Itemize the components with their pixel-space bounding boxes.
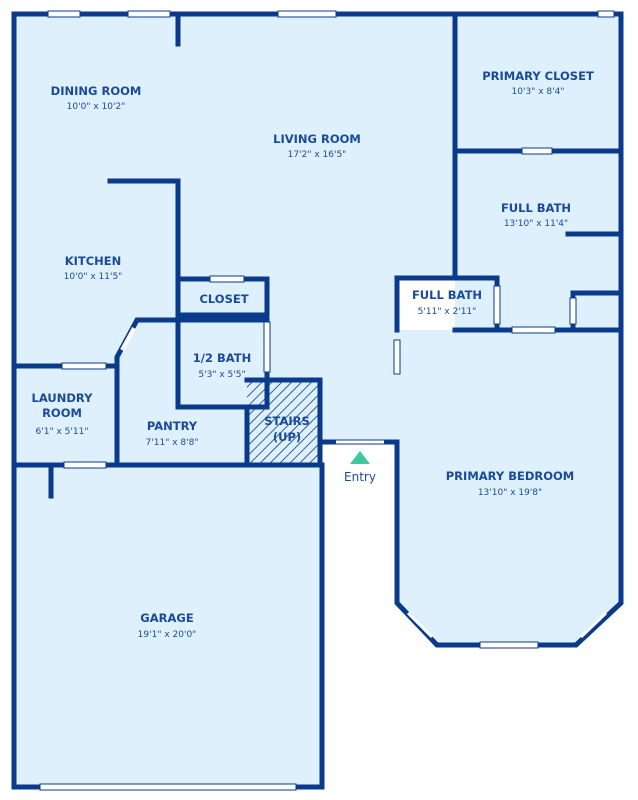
- windows: [39, 10, 615, 791]
- full-bath-dim: 13'10" x 11'4": [504, 219, 568, 229]
- small-full-bath-dim: 5'11" x 2'11": [418, 307, 477, 317]
- garage-name: GARAGE: [140, 611, 194, 625]
- entry-label: Entry: [344, 470, 376, 484]
- laundry-room-name: LAUNDRY: [32, 391, 94, 405]
- pantry-name: PANTRY: [147, 419, 198, 433]
- living-room-dim: 17'2" x 16'5": [288, 150, 347, 160]
- window: [479, 641, 539, 649]
- stairs-label-2: (UP): [273, 430, 301, 444]
- kitchen-name: KITCHEN: [65, 254, 122, 268]
- entry-arrow-icon: [350, 451, 370, 464]
- half-bath-walls: [175, 317, 270, 410]
- stairs-label: STAIRS: [264, 414, 310, 428]
- small-full-bath-name: FULL BATH: [412, 288, 482, 302]
- small-bath-walls: [394, 275, 500, 333]
- window: [277, 10, 337, 18]
- garage-dim: 19'1" x 20'0": [138, 630, 197, 640]
- half-bath-name: 1/2 BATH: [193, 351, 251, 365]
- window: [493, 285, 501, 325]
- window: [39, 783, 297, 791]
- main-floor: [14, 14, 455, 465]
- window: [569, 297, 577, 325]
- kitchen-wall: [107, 178, 181, 323]
- primary-bedroom-floor: [397, 330, 621, 645]
- window: [263, 321, 271, 373]
- right-wing-floor: [455, 14, 621, 330]
- full-bath-name: FULL BATH: [501, 201, 571, 215]
- floor-fills: [14, 14, 621, 787]
- laundry-room-name-2: ROOM: [42, 406, 82, 420]
- stairs-hatch: [247, 382, 320, 463]
- closet-name: CLOSET: [199, 292, 248, 306]
- angled-window: [120, 327, 136, 351]
- primary-bedroom-dim: 13'10" x 19'8": [478, 488, 542, 498]
- window: [511, 326, 556, 334]
- window: [47, 10, 81, 18]
- window: [521, 147, 553, 155]
- window: [393, 339, 401, 375]
- pantry-dim: 7'11" x 8'8": [146, 438, 199, 448]
- living-room-name: LIVING ROOM: [273, 132, 361, 146]
- window: [209, 275, 245, 283]
- primary-closet-dim: 10'3" x 8'4": [512, 87, 565, 97]
- primary-bedroom-name: PRIMARY BEDROOM: [446, 469, 574, 483]
- dining-room-name: DINING ROOM: [51, 84, 142, 98]
- window: [127, 10, 171, 18]
- kitchen-dim: 10'0" x 11'5": [64, 272, 123, 282]
- room-labels: DINING ROOM 10'0" x 10'2" LIVING ROOM 17…: [32, 69, 594, 640]
- laundry-room-dim: 6'1" x 5'11": [36, 427, 89, 437]
- window: [63, 461, 107, 469]
- angled-window: [579, 611, 608, 639]
- garage-floor: [14, 465, 322, 787]
- window: [61, 362, 107, 370]
- outer-wall-left: [11, 11, 624, 790]
- primary-closet-name: PRIMARY CLOSET: [482, 69, 594, 83]
- dining-room-dim: 10'0" x 10'2": [67, 102, 126, 112]
- window: [597, 10, 615, 18]
- half-bath-dim: 5'3" x 5'5": [198, 370, 245, 380]
- angled-window: [406, 611, 434, 639]
